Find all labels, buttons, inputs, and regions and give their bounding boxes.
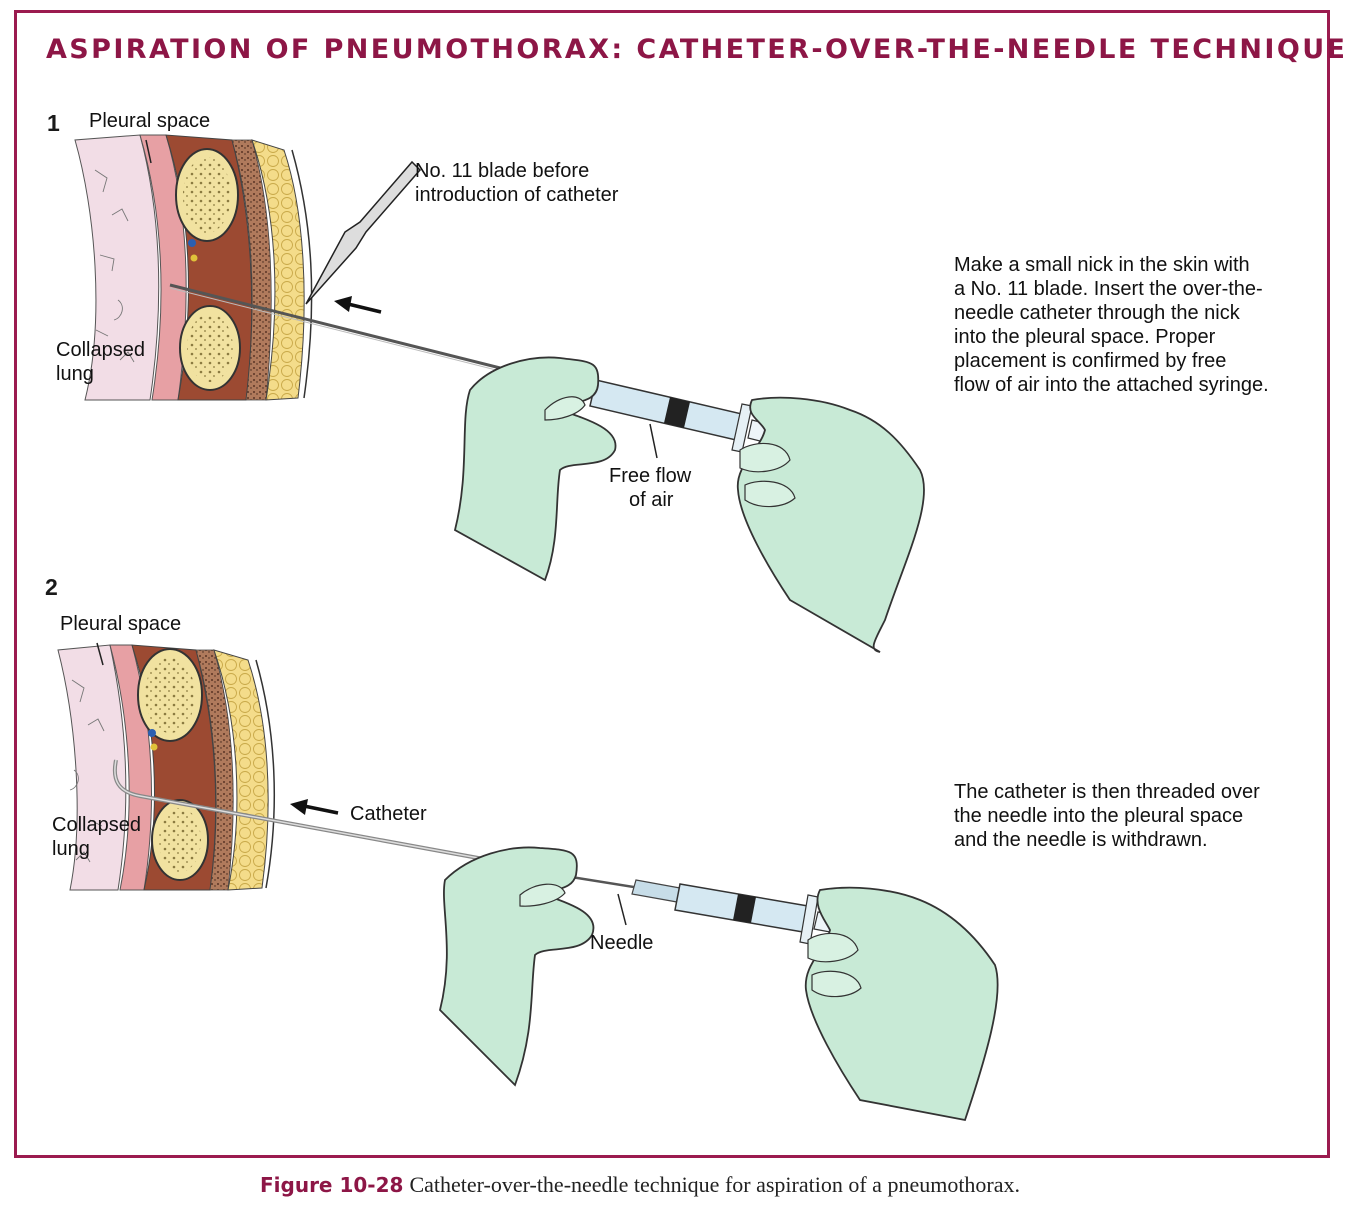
- desc-line: the needle into the pleural space: [954, 805, 1244, 827]
- pleural-space-label-2: Pleural space: [60, 613, 182, 635]
- desc-line: needle catheter through the nick: [954, 302, 1240, 324]
- desc-line: placement is confirmed by free: [954, 350, 1227, 372]
- collapsed-lung-label-2b: lung: [52, 838, 90, 860]
- collapsed-lung-label-2: Collapsed: [52, 814, 141, 836]
- chest-wall-section-1: [74, 134, 313, 401]
- desc-line: and the needle is withdrawn.: [954, 829, 1208, 851]
- figure-number: Figure 10-28: [260, 1173, 404, 1197]
- direction-arrow-icon: [290, 799, 339, 815]
- blade-label-line-1: No. 11 blade before: [415, 160, 590, 182]
- pleural-space-label-1: Pleural space: [89, 110, 211, 132]
- gloved-hand-right-2: [804, 886, 999, 1122]
- scalpel-blade-icon: [305, 160, 422, 305]
- desc-line: The catheter is then threaded over: [954, 781, 1260, 803]
- collapsed-lung-label-1: Collapsed: [56, 339, 145, 361]
- free-flow-label-1: Free flow: [609, 465, 692, 487]
- step-1-description: Make a small nick in the skin with a No.…: [954, 253, 1269, 397]
- free-flow-label-2: of air: [629, 489, 674, 511]
- gloved-hand-left-1: [453, 356, 617, 582]
- needle-label: Needle: [590, 932, 654, 954]
- desc-line: a No. 11 blade. Insert the over-the-: [954, 278, 1263, 300]
- chest-wall-section-2: [57, 644, 276, 891]
- desc-line: into the pleural space. Proper: [954, 326, 1216, 348]
- desc-line: Make a small nick in the skin with: [954, 254, 1250, 276]
- step-2-description: The catheter is then threaded over the n…: [954, 780, 1260, 852]
- step-number-1: 1: [47, 110, 60, 136]
- step-number-2: 2: [45, 574, 58, 600]
- gloved-hand-right-1: [737, 396, 925, 653]
- desc-line: flow of air into the attached syringe.: [954, 374, 1269, 396]
- caption-text: Catheter-over-the-needle technique for a…: [409, 1172, 1021, 1197]
- catheter-label: Catheter: [350, 803, 427, 825]
- figure-title: ASPIRATION OF PNEUMOTHORAX: CATHETER-OVE…: [46, 34, 1347, 65]
- gloved-hand-left-2: [439, 846, 595, 1087]
- collapsed-lung-label-1b: lung: [56, 363, 94, 385]
- blade-label-line-2: introduction of catheter: [415, 184, 619, 206]
- direction-arrow-icon: [334, 296, 382, 314]
